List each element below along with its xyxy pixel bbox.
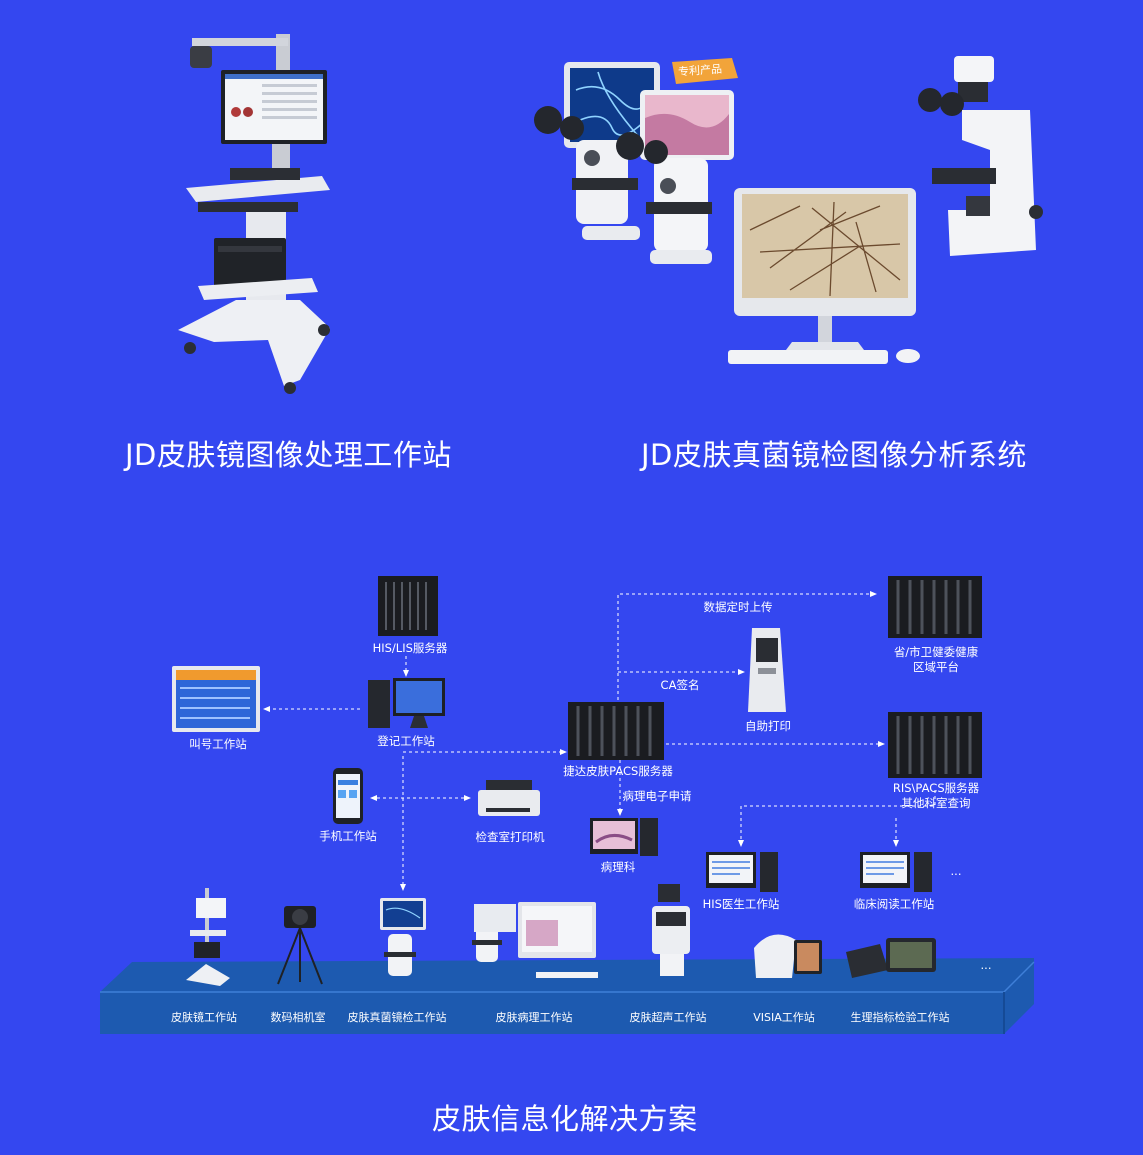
phone-icon — [333, 768, 363, 824]
fungal-microscopy-illustration — [534, 56, 1043, 364]
phone-station-label: 手机工作站 — [319, 829, 377, 843]
ris-pacs-line1: RIS\PACS服务器 — [892, 781, 980, 795]
workstation-caption: JD皮肤镜图像处理工作站 — [125, 438, 452, 472]
clinical-reading-pc-icon — [860, 852, 932, 892]
his-lis-server-icon — [378, 576, 438, 636]
self-print-kiosk-icon — [748, 628, 786, 712]
regional-platform-line2: 区域平台 — [913, 660, 959, 674]
connectors — [263, 591, 936, 891]
dermoscopy-cart-illustration — [178, 34, 330, 394]
solution-title: 皮肤信息化解决方案 — [432, 1102, 698, 1136]
regional-platform-label: 省/市卫健委健康 区域平台 — [876, 645, 996, 675]
pathology-dept-label: 病理科 — [600, 860, 636, 874]
platform-physiological-label: 生理指标检验工作站 — [850, 1011, 950, 1024]
platform-camera-label: 数码相机室 — [270, 1011, 326, 1024]
platform-ultrasound-label: 皮肤超声工作站 — [629, 1011, 707, 1024]
product-illustrations — [178, 34, 1043, 394]
register-station-label: 登记工作站 — [377, 734, 435, 748]
platform-visia-label: VISIA工作站 — [753, 1011, 815, 1024]
ris-pacs-line2: 其他科室查询 — [901, 796, 971, 810]
ris-pacs-label: RIS\PACS服务器 其他科室查询 — [876, 781, 996, 811]
platform-fungal-label: 皮肤真菌镜检工作站 — [347, 1011, 447, 1024]
queue-station-label: 叫号工作站 — [189, 737, 247, 751]
pathology-pc-icon — [590, 818, 658, 856]
his-doctor-pc-icon — [706, 852, 778, 892]
his-lis-server-label: HIS/LIS服务器 — [372, 641, 448, 655]
regional-platform-server-icon — [888, 576, 982, 638]
regional-platform-line1: 省/市卫健委健康 — [893, 645, 979, 659]
ris-pacs-server-icon — [888, 712, 982, 778]
ca-sign-label: CA签名 — [660, 678, 700, 692]
platform-base — [100, 958, 1035, 1034]
pathology-request-label: 病理电子申请 — [622, 789, 692, 803]
pacs-server-icon — [568, 702, 664, 760]
his-doctor-label: HIS医生工作站 — [702, 897, 780, 911]
platform-devices — [186, 884, 936, 986]
pacs-server-label: 捷达皮肤PACS服务器 — [563, 764, 673, 778]
clinical-reading-label: 临床阅读工作站 — [853, 897, 935, 911]
register-pc-icon — [368, 678, 445, 728]
upload-label: 数据定时上传 — [703, 600, 773, 614]
fungal-caption: JD皮肤真菌镜检图像分析系统 — [641, 438, 1027, 472]
ellipsis-right: ... — [950, 864, 962, 878]
platform-pathology-label: 皮肤病理工作站 — [495, 1011, 573, 1024]
exam-printer-label: 检查室打印机 — [475, 830, 545, 844]
self-print-label: 自助打印 — [745, 719, 791, 733]
queue-display-icon — [172, 666, 260, 732]
platform-dermoscopy-label: 皮肤镜工作站 — [171, 1011, 237, 1024]
ellipsis-platform: ... — [980, 958, 992, 972]
exam-printer-icon — [478, 780, 540, 816]
